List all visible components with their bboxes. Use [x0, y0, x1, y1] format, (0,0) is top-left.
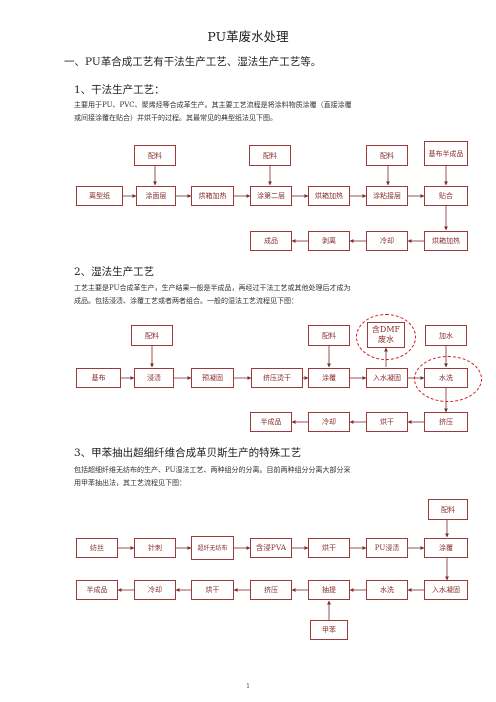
flow-box-coat-adhesive: 涂粘接层 — [366, 186, 408, 206]
page-number: 1 — [246, 683, 250, 690]
flow-box-microfiber-nonwoven: 超纤无纺布 — [191, 536, 234, 560]
flow-box-semi-product: 半成品 — [76, 580, 118, 600]
flow-box-coat-surface: 涂面层 — [136, 186, 176, 206]
flow-box-dry: 烘干 — [366, 412, 408, 432]
flow-box-oven-heat: 烘箱加热 — [308, 186, 350, 206]
flow-box-pu-impregnate: PU浸渍 — [366, 538, 408, 558]
flow-box-ingredient: 配料 — [428, 499, 468, 520]
page-title: PU革废水处理 — [207, 29, 289, 44]
flow-box-product: 成品 — [250, 231, 292, 251]
flow-box-ingredient: 配料 — [131, 325, 173, 346]
flow-box-squeeze: 挤压 — [250, 580, 292, 600]
flow-box-peel: 剥离 — [308, 231, 350, 251]
flow-box-pva-dip: 含浸PVA — [250, 538, 292, 558]
flow-box-cool: 冷却 — [366, 231, 408, 251]
flow-box-ingredient: 配料 — [134, 145, 176, 166]
subsection-heading-dry: 1、干法生产工艺： — [74, 84, 165, 96]
paragraph-line: 工艺主要是PU合成革生产，生产结果一般是半成品，再经过干法工艺或其他处理后才成为 — [74, 284, 351, 292]
paragraph-line: 或间接涂覆在贴合）并烘干的过程。其最常见的典型纸法见下图。 — [74, 114, 277, 122]
paragraph-line: 主要用于PU、PVC、聚烯烃等合成革生产。其主要工艺流程是将涂料物质涂覆（直接涂… — [74, 101, 352, 109]
flow-box-toluene: 甲苯 — [310, 620, 348, 640]
flow-box-ingredient: 配料 — [308, 325, 350, 346]
flow-box-cool: 冷却 — [308, 412, 350, 432]
flow-box-oven-heat: 烘箱加热 — [191, 186, 234, 206]
paragraph-line: 成品。包括浸渍、涂覆工艺或者两者组合。一般的湿法工艺流程见下图： — [74, 297, 298, 305]
paragraph-line: 包括超细纤维无纺布的生产、PU湿法工艺、两种组分的分离。目前两种组分分离大部分采 — [74, 466, 351, 474]
flow-box-impregnate: 浸渍 — [134, 368, 174, 388]
flow-box-coat-second: 涂第二层 — [250, 186, 292, 206]
highlight-wash-oval — [414, 356, 482, 402]
subsection-heading-wet: 2、湿法生产工艺 — [74, 266, 155, 278]
flow-box-ingredient: 配料 — [366, 145, 408, 166]
subsection-heading-toluene: 3、甲苯抽出超细纤维合成革贝斯生产的特殊工艺 — [74, 447, 302, 459]
flow-box-coat: 涂覆 — [308, 368, 350, 388]
flow-box-base-cloth: 基布 — [76, 368, 121, 388]
flow-box-ingredient: 配料 — [249, 145, 291, 166]
flow-box-coat: 涂覆 — [424, 538, 468, 558]
flow-box-pre-coagulate: 预凝固 — [191, 368, 234, 388]
flow-box-release-paper: 离型纸 — [76, 186, 123, 206]
flow-box-needle-punch: 针刺 — [134, 538, 176, 558]
flow-box-cool: 冷却 — [134, 580, 176, 600]
section-heading: 一、PU革合成工艺有干法生产工艺、湿法生产工艺等。 — [64, 56, 322, 68]
flow-box-laminate: 贴合 — [424, 186, 468, 206]
flow-box-water-wash: 水洗 — [366, 580, 408, 600]
flow-box-water-coagulate: 入水凝固 — [424, 580, 468, 600]
flow-box-dry: 烘干 — [308, 538, 350, 558]
flow-box-semi-product: 半成品 — [250, 412, 292, 432]
flow-box-base-fabric: 基布半成品 — [424, 141, 468, 166]
flow-box-squeeze-iron: 挤压烫干 — [251, 368, 303, 388]
flow-box-squeeze: 挤压 — [424, 412, 468, 432]
flow-box-extract: 抽提 — [308, 580, 350, 600]
highlight-dmf-oval — [356, 314, 416, 360]
flow-box-dry: 烘干 — [191, 580, 234, 600]
flow-box-oven-heat: 烘箱加热 — [424, 231, 468, 251]
flow-box-spinning: 纺丝 — [76, 538, 118, 558]
flow-box-add-water: 加水 — [425, 325, 467, 346]
paragraph-line: 用甲苯抽出法，其工艺流程见下图： — [74, 479, 186, 487]
flow-box-water-coagulate: 入水凝固 — [366, 368, 408, 388]
